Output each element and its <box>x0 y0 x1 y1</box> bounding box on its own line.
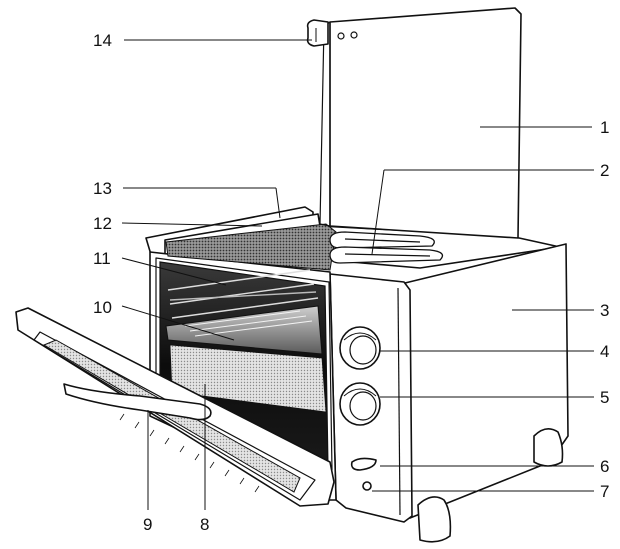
leader-lines <box>121 39 594 510</box>
door-vent-ticks <box>119 413 260 493</box>
callout-12: 12 <box>93 214 112 233</box>
oven-door-inner-rim <box>33 331 316 501</box>
top-lid <box>329 7 522 239</box>
baking-pan-ridges <box>184 310 313 337</box>
leader-10 <box>121 305 235 341</box>
timer-knob <box>339 382 381 426</box>
control-panel-bevel <box>397 287 401 516</box>
callout-14: 14 <box>93 31 112 50</box>
lid-handle <box>306 19 329 47</box>
door-glass-window <box>42 339 301 493</box>
heating-coils <box>329 231 444 264</box>
callout-2: 2 <box>600 161 609 180</box>
callout-9: 9 <box>143 515 152 534</box>
rear-foot <box>533 428 564 467</box>
callout-5: 5 <box>600 388 609 407</box>
leader-12 <box>121 222 263 227</box>
oven-right-side-panel <box>404 243 569 519</box>
lid-screw-1 <box>337 32 345 40</box>
callout-4: 4 <box>600 342 609 361</box>
top-lid-edge <box>319 21 331 227</box>
callout-6: 6 <box>600 457 609 476</box>
callout-1: 1 <box>600 118 609 137</box>
callout-7: 7 <box>600 482 609 501</box>
callout-13: 13 <box>93 179 112 198</box>
power-indicator-light <box>362 481 372 491</box>
callout-8: 8 <box>200 515 209 534</box>
leader-11 <box>121 257 227 286</box>
wire-rack <box>167 269 319 319</box>
callout-3: 3 <box>600 301 609 320</box>
temperature-knob <box>339 326 381 370</box>
front-foot <box>417 496 452 543</box>
callout-11: 11 <box>93 249 111 268</box>
cavity-floor <box>169 344 327 413</box>
callout-10: 10 <box>93 298 112 317</box>
lid-screw-2 <box>350 31 358 39</box>
door-handle <box>63 383 212 421</box>
function-switch <box>350 457 377 471</box>
